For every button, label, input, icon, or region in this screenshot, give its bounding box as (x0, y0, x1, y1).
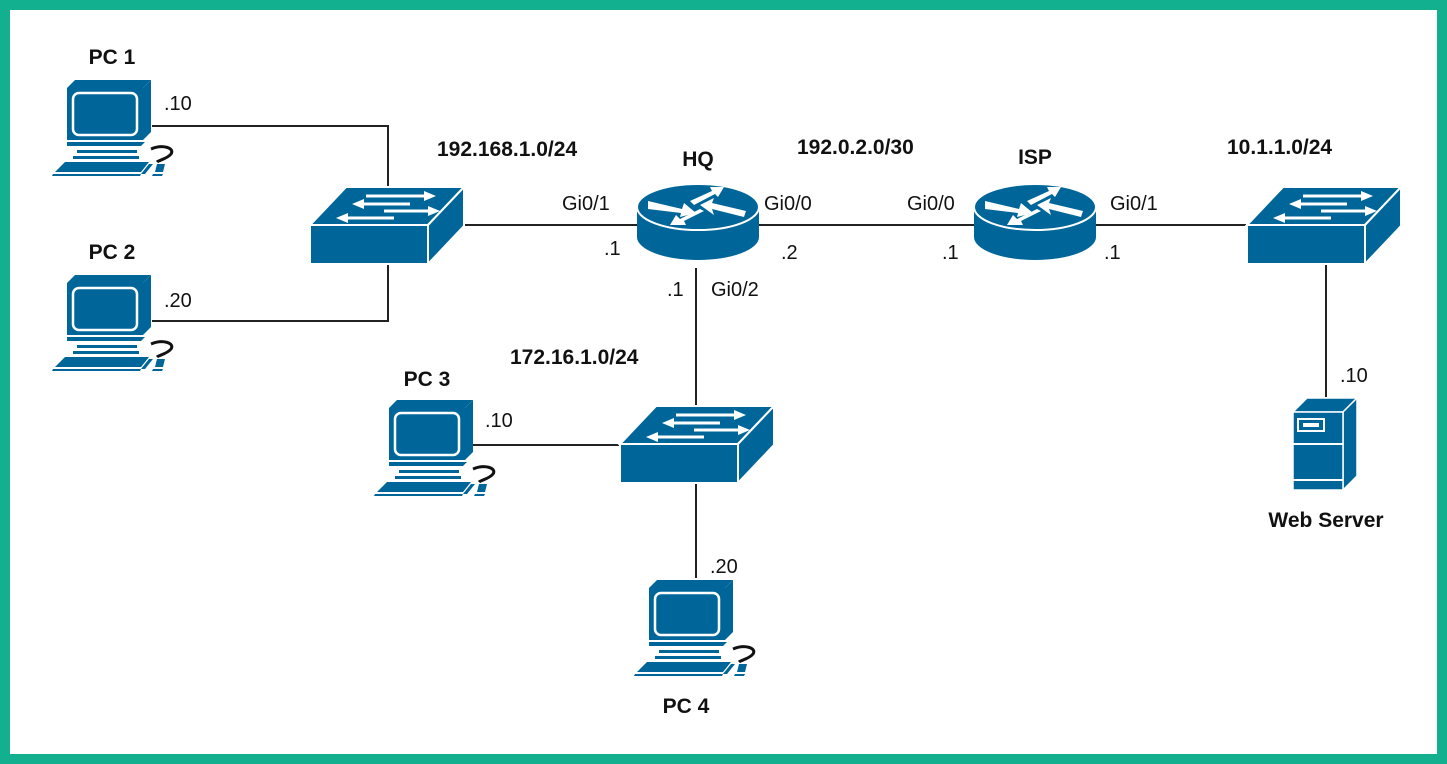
pc-icon (50, 78, 174, 178)
hq-gi02-name: Gi0/2 (711, 279, 759, 301)
pc2[interactable]: PC 2 (50, 241, 174, 373)
pc4-label: PC 4 (663, 695, 710, 718)
network-label-wan: 192.0.2.0/30 (797, 136, 914, 159)
isp-gi00-name: Gi0/0 (907, 193, 955, 215)
web-server[interactable]: Web Server (1268, 397, 1384, 532)
hq-gi01-ip: .1 (604, 238, 621, 260)
isp-label: ISP (1018, 146, 1052, 169)
switch2[interactable] (1245, 185, 1403, 266)
server-icon (1292, 397, 1358, 491)
network-label-lan-hq: 192.168.1.0/24 (437, 138, 577, 161)
pc3[interactable]: PC 3 (372, 368, 496, 498)
pc1[interactable]: PC 1 (50, 46, 174, 178)
hq-router[interactable]: HQ (636, 148, 760, 261)
hq-gi02-ip: .1 (667, 279, 684, 301)
pc1-label: PC 1 (89, 46, 136, 69)
pc2-ip: .20 (164, 290, 192, 312)
switch-icon (1245, 185, 1403, 266)
pc-icon (50, 273, 174, 373)
router-icon (973, 183, 1097, 261)
network-label-lan-isp: 10.1.1.0/24 (1227, 136, 1332, 159)
hq-gi01-name: Gi0/1 (562, 193, 610, 215)
pc-icon (372, 398, 496, 498)
switch3[interactable] (618, 404, 776, 485)
pc3-label: PC 3 (404, 368, 451, 391)
web-server-ip: .10 (1340, 365, 1368, 387)
pc1-ip: .10 (164, 93, 192, 115)
switch-icon (618, 404, 776, 485)
web-server-label: Web Server (1268, 509, 1383, 532)
switch-icon (308, 185, 466, 266)
links (152, 125, 1327, 578)
network-label-lan-branch: 172.16.1.0/24 (510, 346, 639, 369)
router-icon (636, 183, 760, 261)
hq-label: HQ (682, 148, 714, 171)
switch1[interactable] (308, 185, 466, 266)
isp-gi00-ip: .1 (942, 242, 959, 264)
hq-gi00-name: Gi0/0 (764, 193, 812, 215)
isp-gi01-ip: .1 (1104, 242, 1121, 264)
pc3-ip: .10 (485, 410, 513, 432)
isp-gi01-name: Gi0/1 (1110, 193, 1158, 215)
pc4[interactable]: PC 4 (632, 578, 756, 718)
pc-icon (632, 578, 756, 678)
link-pc1-switch1 (152, 125, 389, 190)
link-pc2-switch1 (152, 263, 389, 322)
pc4-ip: .20 (710, 556, 738, 578)
isp-router[interactable]: ISP (973, 146, 1097, 261)
hq-gi00-ip: .2 (781, 242, 798, 264)
pc2-label: PC 2 (89, 241, 136, 264)
